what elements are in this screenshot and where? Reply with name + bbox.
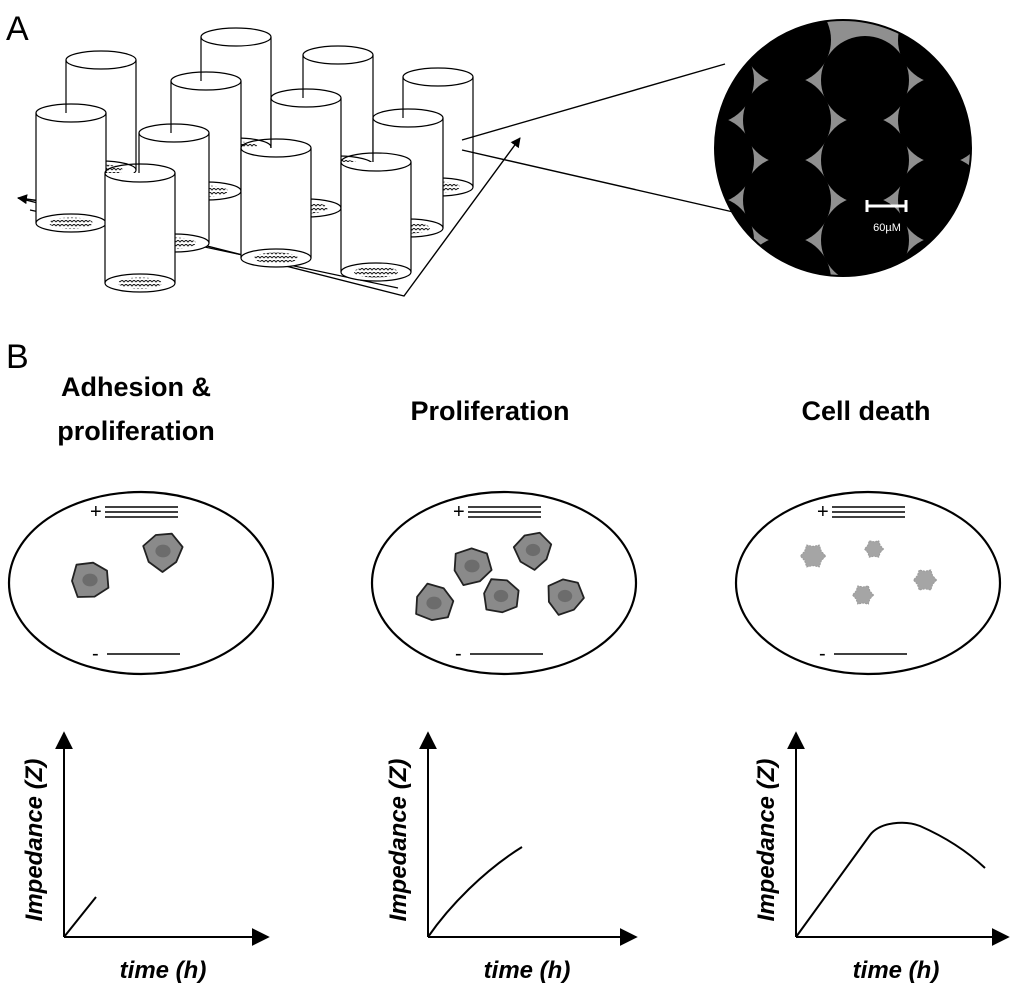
electrode-micrograph: 60µM [666,19,972,364]
cell [415,582,455,621]
stage-2-title: Proliferation [410,396,569,426]
dead-cell [799,544,827,568]
well-7 [35,103,107,233]
cell [547,578,585,616]
cell [512,531,553,571]
micro-hole [898,156,971,244]
micro-hole [898,20,971,84]
dead-cell [863,540,885,558]
stage-1-x-axis-label: time (h) [120,957,207,984]
micro-hole [743,76,831,164]
well-plate [17,27,521,297]
stage-1-title-line-1: Adhesion & [61,372,211,402]
stage-2-minus-sign: - [455,643,462,665]
panel-b-letter: B [6,338,29,376]
stage-1-title-line-2: proliferation [57,416,215,446]
electrode-icon [254,252,298,264]
micro-hole [715,116,754,204]
micro-hole [666,276,754,364]
stage-3-plus-sign: + [817,501,829,523]
stage-cell-death: Cell death + - Impedance (Z) time (h) [734,396,1010,984]
stage-3-dish: + - [734,490,1002,676]
stage-2-x-axis-label: time (h) [484,957,571,984]
dead-cell [912,569,938,591]
micro-hole [821,116,909,204]
stage-2-graph: Impedance (Z) time (h) [385,731,638,984]
well-10 [240,138,312,268]
micro-hole [743,156,831,244]
stage-adhesion-proliferation: Adhesion & proliferation + - Impedance (… [7,372,275,984]
micro-hole [898,236,971,276]
stage-2-dish: + - [370,490,638,676]
stage-2-impedance-curve [427,846,523,938]
micro-hole [715,196,754,276]
stage-3-minus-sign: - [819,643,826,665]
stage-3-y-axis-label: Impedance (Z) [753,759,780,922]
micro-hole [821,196,909,276]
micro-hole [743,236,831,276]
panel-a-letter: A [6,10,29,48]
cell [71,561,110,598]
stage-proliferation: Proliferation + - Impedance (Z) time (h) [370,396,638,984]
micro-hole [821,36,909,124]
well-11 [340,152,412,282]
stage-3-x-axis-label: time (h) [853,957,940,984]
micro-hole [898,76,971,164]
stage-1-dish: + - [7,490,275,676]
stage-2-plus-sign: + [453,501,465,523]
stage-1-plus-sign: + [90,501,102,523]
electrode-icon [49,217,93,229]
stage-1-minus-sign: - [92,643,99,665]
electrode-icon [118,277,162,289]
micro-hole [821,276,909,364]
stage-3-graph: Impedance (Z) time (h) [753,731,1010,984]
electrode-icon [354,266,398,278]
stage-3-impedance-curve [795,821,986,938]
zoom-line-top [461,63,726,141]
stage-1-graph: Impedance (Z) time (h) [21,731,270,984]
scale-bar: 60µM [865,200,908,234]
stage-1-impedance-curve [63,896,97,938]
micro-hole [715,36,754,124]
cell [453,547,493,586]
cell [483,578,520,614]
dead-cell [851,585,875,605]
cell [142,532,184,573]
well-12 [104,163,176,293]
micro-hole [743,20,831,84]
stage-2-y-axis-label: Impedance (Z) [385,759,412,922]
scale-bar-label: 60µM [873,222,901,234]
stage-3-title: Cell death [801,396,930,426]
zoom-line-bottom [461,149,743,215]
stage-1-y-axis-label: Impedance (Z) [21,759,48,922]
